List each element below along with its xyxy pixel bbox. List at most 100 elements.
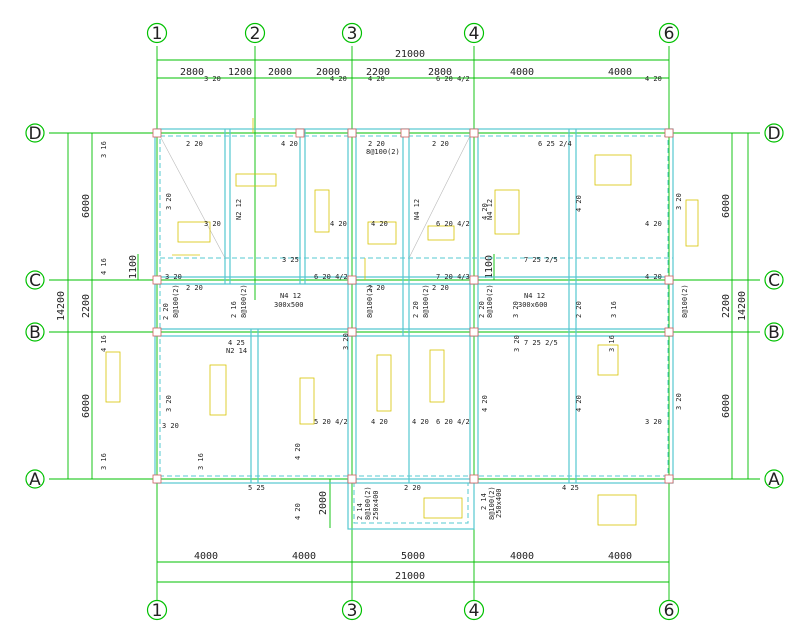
beam-label: 4 20: [645, 75, 662, 83]
beam-label: 4 16: [100, 258, 108, 275]
stirrup-label: 8@100(2): [366, 148, 400, 156]
dim-left-3: 6000: [81, 394, 92, 418]
columns: [152, 128, 674, 484]
beam-label: 4 20: [575, 195, 583, 212]
beam-label: 2 20: [478, 301, 486, 318]
beam-label: 4 20: [575, 395, 583, 412]
dim-top-6: 2800: [428, 67, 452, 78]
beam-label: 6 20 4/2: [436, 75, 470, 83]
beam-label: 4 25: [562, 484, 579, 492]
beam-label: 4 20: [371, 220, 388, 228]
axis-label: C: [768, 271, 780, 291]
axis-label: A: [768, 470, 780, 490]
dim-bottom-total: 21000: [395, 571, 425, 582]
axis-bubble-left-B: B: [25, 322, 45, 343]
aux-dim-1100-mid: 1100: [484, 255, 495, 279]
beam-label: 8@100(2): [364, 486, 372, 520]
beam-label: 6 20 4/2: [314, 273, 348, 281]
beam-label: 4 20: [412, 418, 429, 426]
beam-label: 7 25 2/5: [524, 339, 558, 347]
beam-label: 3 20: [165, 395, 173, 412]
axis-bubble-top-3: 3: [341, 22, 363, 44]
beam-label: 300x500: [274, 301, 304, 309]
axis-label: 1: [152, 601, 163, 621]
beam-label: 3 20: [162, 422, 179, 430]
axis-label: 1: [152, 24, 163, 44]
axis-label: B: [29, 323, 41, 343]
dim-right-3: 6000: [721, 394, 732, 418]
beam-label: 3 16: [197, 453, 205, 470]
beam-label: 4 20: [481, 395, 489, 412]
beam-label: 4 20: [371, 418, 388, 426]
dim-top-3: 2000: [268, 67, 292, 78]
beam-label: 3 20: [165, 273, 182, 281]
dimension-right: 6000 2200 6000 14200: [721, 133, 749, 479]
beam-label: 3 20: [645, 418, 662, 426]
stirrup-label: 8@100(2): [486, 284, 494, 318]
axis-bubble-top-6: 6: [658, 22, 680, 44]
axis-label: 6: [664, 24, 675, 44]
axis-label: 6: [664, 601, 675, 621]
beam-label: 3 20: [204, 75, 221, 83]
yellow-notes: [105, 118, 699, 526]
axis-label: D: [28, 124, 41, 144]
stirrup-label: 8@100(2): [240, 284, 248, 318]
beam-label: 3 20: [675, 393, 683, 410]
beam-label: 3 25: [282, 256, 299, 264]
dim-top-8: 4000: [608, 67, 632, 78]
axis-bubble-left-A: A: [25, 469, 45, 490]
beam-label: 4 20: [368, 75, 385, 83]
axis-label: 4: [469, 601, 480, 621]
dim-left-2: 2200: [81, 294, 92, 318]
beam-label: 2 20: [575, 301, 583, 318]
axis-bubble-top-2: 2: [244, 22, 266, 44]
beam-label: 2 20: [412, 301, 420, 318]
beam-label: 6 25 2/4: [538, 140, 572, 148]
beam-label: 250x400: [495, 488, 503, 518]
dim-bottom-3: 5000: [401, 551, 425, 562]
axis-label: 2: [250, 24, 261, 44]
beam-label: 7 20 4/3: [436, 273, 470, 281]
dim-top-5: 2200: [366, 67, 390, 78]
dim-right-total: 14200: [737, 291, 748, 321]
dim-bottom-2: 4000: [292, 551, 316, 562]
axis-bubble-left-C: C: [25, 270, 45, 291]
stirrup-label: 8@100(2): [172, 284, 180, 318]
beam-label: 3 20: [675, 193, 683, 210]
beam-label: 3 16: [608, 335, 616, 352]
beam-label: 8@100(2): [488, 486, 496, 520]
beam-label: 4 20: [330, 75, 347, 83]
beam-label: N4 12: [524, 292, 545, 300]
axis-bubble-right-C: C: [764, 270, 784, 291]
aux-dimensions: 1100 1100 2000: [128, 254, 495, 528]
beam-label: 3 20: [513, 335, 521, 352]
dim-bottom-5: 4000: [608, 551, 632, 562]
stirrup-label: 8@100(2): [681, 284, 689, 318]
beam-label: 2 20: [186, 284, 203, 292]
beam-label: 300x600: [518, 301, 548, 309]
beam-label: 3 20: [342, 333, 350, 350]
dimension-bottom: 4000 4000 5000 4000 4000 21000: [157, 551, 669, 583]
beam-label: 3 20: [165, 193, 173, 210]
axis-bubble-bottom-3: 3: [341, 599, 363, 621]
beam-labels: 3 20 4 20 4 20 6 20 4/2 4 20 3 16 4 16 4…: [100, 75, 689, 520]
dim-bottom-4: 4000: [510, 551, 534, 562]
axis-label: C: [29, 271, 41, 291]
axis-label: D: [767, 124, 780, 144]
beam-label: 4 20: [645, 273, 662, 281]
dim-left-total: 14200: [56, 291, 67, 321]
beam-label: 6 20 4/2: [436, 220, 470, 228]
axis-bubble-bottom-4: 4: [463, 599, 485, 621]
beam-label: 5 20 4/2: [314, 418, 348, 426]
beam-label: 4 20: [294, 443, 302, 460]
beam-label: 3 20: [204, 220, 221, 228]
beam-label: 2 20: [186, 140, 203, 148]
stirrup-label: 8@100(2): [366, 284, 374, 318]
beam-label: 2 20: [368, 140, 385, 148]
beam-label: 4 20: [330, 220, 347, 228]
beam-label: 4 16: [100, 335, 108, 352]
axis-label: A: [29, 470, 41, 490]
dim-bottom-1: 4000: [194, 551, 218, 562]
